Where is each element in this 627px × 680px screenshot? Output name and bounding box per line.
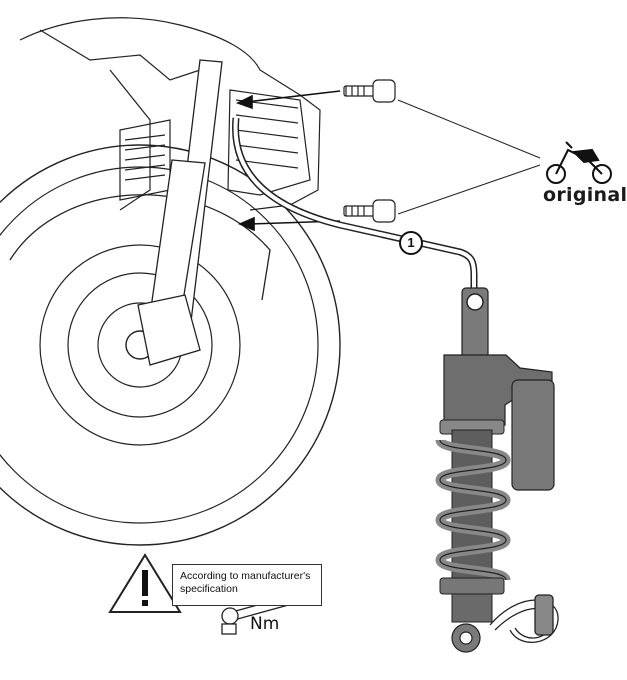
preload-adjuster (489, 594, 559, 643)
reference-lines (397, 99, 541, 215)
callout-number: 1 (399, 231, 423, 255)
shock-spring (435, 437, 511, 583)
shock-absorber (435, 287, 559, 653)
bolt-upper (343, 79, 396, 103)
warning-note-text: According to manufacturer's specificatio… (180, 570, 311, 595)
original-label: original (543, 184, 627, 206)
warning-triangle-icon (108, 553, 182, 613)
front-fork (137, 59, 223, 366)
reservoir-hose (232, 117, 478, 292)
motorcycle-icon (546, 141, 612, 184)
bolt-lower (343, 199, 396, 223)
warning-note-box (172, 564, 322, 606)
torque-unit-label: Nm (250, 614, 280, 634)
